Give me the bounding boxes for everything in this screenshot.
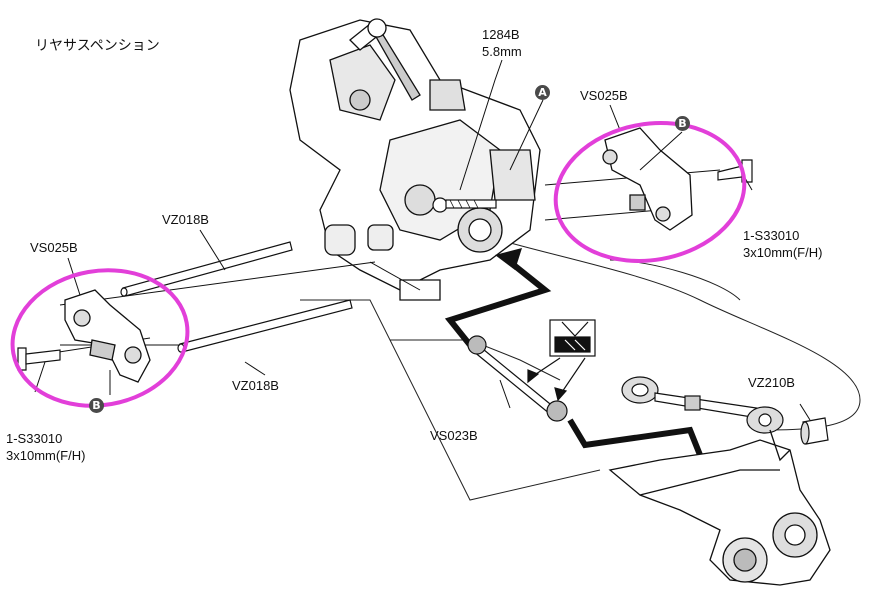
- label-screw-right-code: 1-S33010: [743, 228, 800, 243]
- marker-a: A: [535, 85, 550, 100]
- sleeve-vz210b: [800, 417, 829, 445]
- gearbox-housing: [289, 18, 541, 301]
- label-1284b-code: 1284B: [482, 27, 520, 42]
- marker-b-right: B: [675, 116, 690, 131]
- tie-rod: [621, 376, 784, 434]
- leader-lines: [34, 59, 811, 421]
- screw-left: [17, 347, 61, 371]
- spline-detail: [527, 319, 596, 402]
- driveshaft-route-lower: [567, 418, 703, 457]
- marker-b-left: B: [89, 398, 104, 413]
- label-vs025b-right: VS025B: [580, 88, 628, 103]
- label-vs025b-left: VS025B: [30, 240, 78, 255]
- label-vz018b-upper: VZ018B: [162, 212, 209, 227]
- driveshaft-vs023b: [467, 335, 568, 422]
- shaft-vz018b-lower: [177, 299, 353, 353]
- screw-1284b: [432, 197, 497, 213]
- label-vz210b: VZ210B: [748, 375, 795, 390]
- route-arrow: [495, 248, 522, 270]
- screw-right: [717, 159, 753, 183]
- mount-vs025b-right: [602, 127, 693, 231]
- shaft-vz018b-upper: [120, 241, 293, 297]
- routing-line: [300, 229, 861, 501]
- page-title: リヤサスペンション: [35, 37, 160, 53]
- suspension-arm: [608, 429, 831, 586]
- label-screw-left-size: 3x10mm(F/H): [6, 448, 86, 463]
- mount-vs025b-left: [64, 289, 151, 383]
- label-1284b-size: 5.8mm: [482, 44, 522, 59]
- label-screw-left-code: 1-S33010: [6, 431, 63, 446]
- label-vs023b: VS023B: [430, 428, 478, 443]
- label-vz018b-lower: VZ018B: [232, 378, 279, 393]
- highlight-left-mount: [10, 268, 190, 408]
- highlight-right-mount: [553, 121, 747, 263]
- driveshaft-route: [444, 259, 552, 347]
- label-screw-right-size: 3x10mm(F/H): [743, 245, 823, 260]
